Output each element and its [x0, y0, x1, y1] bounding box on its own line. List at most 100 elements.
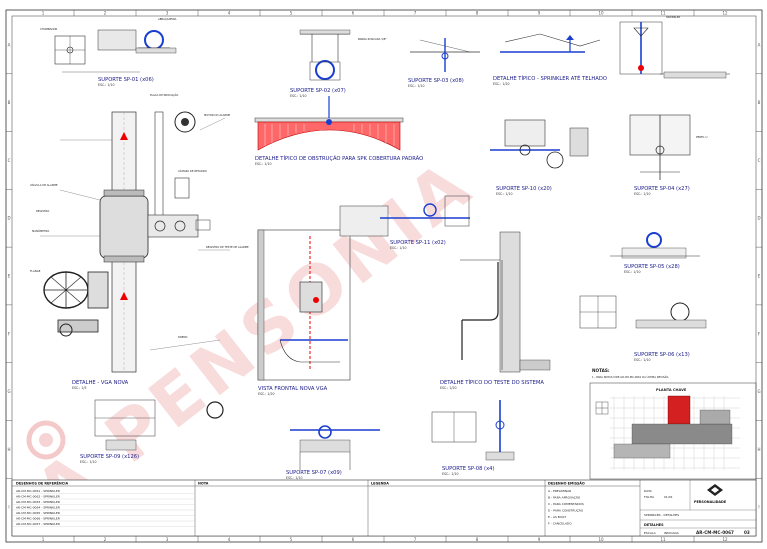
reference-drawings-list: AR-CM-MC-0061 - SPRINKLER AR-CM-MC-0062 -… — [12, 489, 195, 527]
detail-sp07: SUPORTE SP-07 (x09) ESC.: 1/10 — [286, 425, 380, 480]
emission-row: B - PARA APROVAÇÃO — [548, 495, 581, 500]
sp07-title: SUPORTE SP-07 (x09) — [286, 470, 342, 476]
column-marker-bottom: 12 — [722, 537, 728, 542]
detail-sprinkler-roof: DETALHE TÍPICO - SPRINKLER ATÉ TELHADO E… — [493, 15, 730, 86]
detail-sp08: SUPORTE SP-08 (x4) ESC.: 1/10 — [431, 400, 515, 476]
column-marker-bottom: 11 — [660, 537, 666, 542]
sp08-title: SUPORTE SP-08 (x4) — [442, 466, 494, 472]
detail-obstrucao: DETALHE TÍPICO DE OBSTRUÇÃO PARA SPK COB… — [254, 96, 423, 166]
svg-text:CHUMBADOR: CHUMBADOR — [40, 27, 57, 31]
svg-text:DRENO: DRENO — [178, 335, 187, 339]
row-marker-right: I — [758, 505, 759, 510]
svg-text:ESC.: 1/5: ESC.: 1/5 — [72, 386, 87, 390]
reference-drawing-row: AR-CM-MC-0067 - SPRINKLER — [16, 522, 60, 526]
svg-text:CÂMARA DE RETARDO: CÂMARA DE RETARDO — [178, 168, 207, 173]
svg-text:03: 03 — [744, 530, 750, 535]
column-marker-top: 3 — [166, 11, 169, 16]
svg-text:ESC.: 1/20: ESC.: 1/20 — [493, 82, 510, 86]
svg-text:ESC.: 1/10: ESC.: 1/10 — [624, 270, 641, 274]
sp06-title: SUPORTE SP-06 (x13) — [634, 352, 690, 358]
vista-vga-title: VISTA FRONTAL NOVA VGA — [258, 386, 328, 392]
column-marker-top: 7 — [414, 11, 417, 16]
svg-text:PLACA DE INDICAÇÃO: PLACA DE INDICAÇÃO — [150, 92, 178, 97]
sp05-title: SUPORTE SP-05 (x28) — [624, 264, 680, 270]
svg-text:01/01: 01/01 — [664, 495, 673, 499]
detail-sp09: SUPORTE SP-09 (x126) ESC.: 1/10 — [80, 399, 224, 464]
svg-text:ESC.: 1/20: ESC.: 1/20 — [258, 392, 275, 396]
notes-block: NOTAS: 1 - PARA NOTAS VIDE AR-CM-MC-0061… — [592, 368, 669, 379]
row-marker-left: A — [8, 42, 11, 47]
row-marker-right: E — [758, 274, 761, 279]
sp09-title: SUPORTE SP-09 (x126) — [80, 454, 139, 460]
sp10-title: SUPORTE SP-10 (x20) — [496, 186, 552, 192]
detail-vista-vga: VISTA FRONTAL NOVA VGA ESC.: 1/20 — [257, 229, 351, 396]
svg-text:ESC.: 1/10: ESC.: 1/10 — [98, 83, 115, 87]
column-marker-top: 8 — [476, 11, 479, 16]
teste-title: DETALHE TÍPICO DO TESTE DO SISTEMA — [440, 379, 544, 386]
detail-sp11: SUPORTE SP-11 (x02) ESC.: 1/10 — [339, 195, 470, 250]
svg-text:DESENHOS DE REFERÊNCIA: DESENHOS DE REFERÊNCIA — [16, 481, 68, 486]
row-marker-left: F — [8, 331, 11, 336]
svg-text:NOTA: NOTA — [198, 482, 209, 486]
row-marker-right: H — [757, 447, 760, 452]
row-marker-left: I — [8, 505, 9, 510]
column-marker-top: 6 — [352, 11, 355, 16]
column-marker-bottom: 10 — [598, 537, 604, 542]
sp03-title: SUPORTE SP-03 (x08) — [408, 78, 464, 84]
column-marker-top: 4 — [228, 11, 231, 16]
column-marker-top: 9 — [538, 11, 541, 16]
svg-text:FOLHA: FOLHA — [644, 495, 655, 499]
detail-sp01: SUPORTE SP-01 (x06) ESC.: 1/10 ABRAÇADEI… — [40, 17, 177, 87]
emission-row: C - PARA COMENTÁRIOS — [548, 501, 584, 506]
detail-vga-nova: MOTOR DO ALARME PLACA DE INDICAÇÃO VÁLVU… — [30, 92, 249, 390]
column-marker-top: 2 — [104, 11, 107, 16]
svg-text:MOTOR DO ALARME: MOTOR DO ALARME — [204, 113, 230, 117]
svg-text:BARRA ROSCADA 3/8": BARRA ROSCADA 3/8" — [358, 37, 387, 41]
svg-text:DESENHO EMISSÃO: DESENHO EMISSÃO — [548, 481, 585, 486]
svg-text:DETALHES: DETALHES — [644, 523, 664, 527]
column-marker-top: 10 — [598, 11, 604, 16]
column-marker-bottom: 3 — [166, 537, 169, 542]
company-logo-icon — [707, 484, 723, 496]
title-block: DESENHOS DE REFERÊNCIA NOTA LEGENDA DESE… — [11, 479, 757, 537]
key-plan: PLANTA CHAVE — [589, 382, 757, 480]
sp02-title: SUPORTE SP-02 (x07) — [290, 88, 346, 94]
svg-text:ESC.: 1/10: ESC.: 1/10 — [286, 476, 303, 480]
row-marker-left: E — [8, 274, 11, 279]
svg-text:PLANTA CHAVE: PLANTA CHAVE — [656, 388, 687, 392]
svg-text:DATA: DATA — [644, 489, 653, 493]
svg-text:FLANGE: FLANGE — [30, 269, 41, 273]
column-marker-bottom: 7 — [414, 537, 417, 542]
sp04-title: SUPORTE SP-04 (x27) — [634, 186, 690, 192]
svg-text:SPRINKLER - DETALHES: SPRINKLER - DETALHES — [644, 513, 679, 517]
emission-row: D - PARA CONSTRUÇÃO — [548, 508, 584, 513]
row-marker-right: G — [757, 389, 760, 394]
doc-number: AR-CM-MC-0067 — [696, 530, 734, 535]
svg-text:ESC.: 1/10: ESC.: 1/10 — [80, 460, 97, 464]
reference-drawing-row: AR-CM-MC-0065 - SPRINKLER — [16, 511, 60, 515]
svg-text:REGISTRO: REGISTRO — [36, 209, 49, 213]
row-marker-left: D — [7, 216, 10, 221]
row-marker-right: C — [758, 158, 761, 163]
sp11-title: SUPORTE SP-11 (x02) — [390, 240, 446, 246]
watermark-logo — [26, 420, 66, 460]
sp01-title: SUPORTE SP-01 (x06) — [98, 77, 154, 83]
reference-drawing-row: AR-CM-MC-0062 - SPRINKLER — [16, 495, 60, 499]
svg-text:ABRAÇADEIRA: ABRAÇADEIRA — [158, 17, 177, 21]
reference-drawing-row: AR-CM-MC-0061 - SPRINKLER — [16, 489, 60, 493]
detail-sp10: SUPORTE SP-10 (x20) ESC.: 1/10 — [490, 119, 589, 196]
obstrucao-title: DETALHE TÍPICO DE OBSTRUÇÃO PARA SPK COB… — [255, 155, 423, 162]
svg-text:ESC.: 1/10: ESC.: 1/10 — [390, 246, 407, 250]
svg-text:1 - PARA NOTAS VIDE AR-CM-MC-0: 1 - PARA NOTAS VIDE AR-CM-MC-0061 DA ÚLT… — [592, 374, 669, 379]
row-marker-right: D — [757, 216, 760, 221]
detail-sp02: SUPORTE SP-02 (x07) ESC.: 1/10 BARRA ROS… — [290, 29, 387, 98]
svg-text:ESC.: 1/10: ESC.: 1/10 — [496, 192, 513, 196]
svg-text:NOTAS:: NOTAS: — [592, 368, 610, 373]
svg-text:INDICADA: INDICADA — [664, 531, 680, 535]
column-marker-top: 5 — [290, 11, 293, 16]
svg-text:MANÔMETRO: MANÔMETRO — [32, 228, 49, 233]
emission-row: E - AS BUILT — [548, 515, 566, 519]
